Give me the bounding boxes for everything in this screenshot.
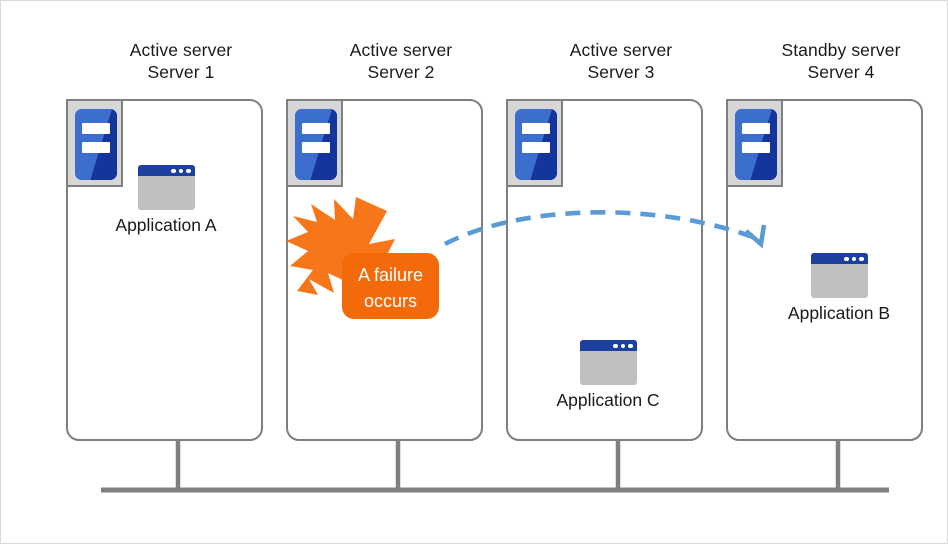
server-box-server-3[interactable]: Application C <box>505 98 703 441</box>
server-box-server-1[interactable]: Application A <box>65 98 263 441</box>
server-icon <box>65 98 123 187</box>
application-b[interactable]: Application B <box>759 253 919 324</box>
column-title-server-3: Active server Server 3 <box>531 39 711 83</box>
server-role-label: Active server <box>349 40 453 60</box>
server-role-label: Standby server <box>781 40 901 60</box>
window-icon <box>810 253 868 298</box>
application-c[interactable]: Application C <box>528 340 688 411</box>
server-icon <box>505 98 563 187</box>
application-a[interactable]: Application A <box>86 165 246 236</box>
application-label: Application C <box>556 390 660 410</box>
server-name-label: Server 2 <box>367 62 435 82</box>
server-icon <box>285 98 343 187</box>
server-role-label: Active server <box>129 40 233 60</box>
column-title-server-2: Active server Server 2 <box>311 39 491 83</box>
column-title-server-4: Standby server Server 4 <box>751 39 931 83</box>
server-box-server-4[interactable]: Application B <box>725 98 923 441</box>
server-icon <box>725 98 783 187</box>
failover-arrow <box>443 210 762 247</box>
server-name-label: Server 1 <box>147 62 215 82</box>
column-title-server-1: Active server Server 1 <box>91 39 271 83</box>
server-name-label: Server 3 <box>587 62 655 82</box>
failure-text-line-2: occurs <box>363 291 417 311</box>
failure-badge: A failure occurs <box>342 253 439 319</box>
window-icon <box>579 340 637 385</box>
window-icon <box>137 165 195 210</box>
server-name-label: Server 4 <box>807 62 875 82</box>
failover-arrow-head <box>744 224 767 249</box>
failure-text-line-1: A failure <box>357 265 424 285</box>
application-label: Application A <box>115 215 217 235</box>
server-role-label: Active server <box>569 40 673 60</box>
application-label: Application B <box>787 303 891 323</box>
